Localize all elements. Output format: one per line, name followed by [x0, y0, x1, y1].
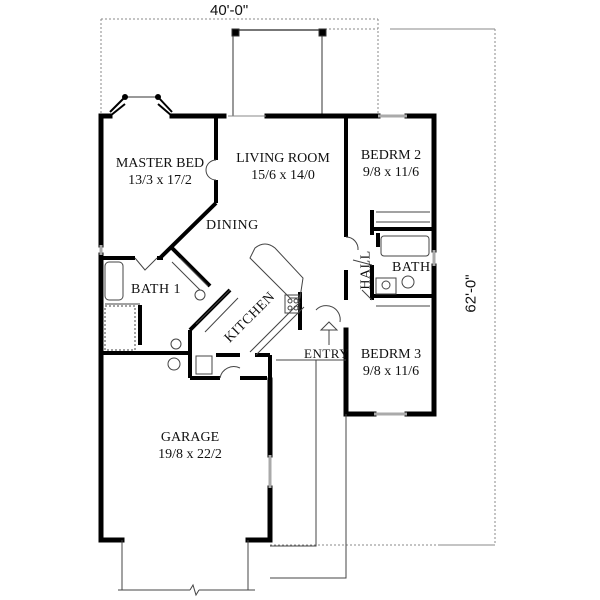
- label-hall: HALL: [358, 250, 374, 290]
- room-bedroom-2: BEDRM 2 9/8 x 11/6: [350, 147, 432, 181]
- room-garage: GARAGE 19/8 x 22/2: [130, 429, 250, 463]
- bay-window: [109, 94, 173, 117]
- room-bedroom-3: BEDRM 3 9/8 x 11/6: [350, 346, 432, 380]
- room-size: 13/3 x 17/2: [128, 173, 192, 188]
- room-size: 9/8 x 11/6: [362, 364, 420, 379]
- room-size: 15/6 x 14/0: [251, 168, 315, 183]
- dimension-lines: [100, 18, 496, 546]
- fixtures: [104, 159, 430, 597]
- label-bath-1: BATH 1: [131, 282, 182, 297]
- room-size: 19/8 x 22/2: [158, 447, 222, 462]
- room-name: MASTER BED: [115, 156, 205, 171]
- room-name: LIVING ROOM: [236, 151, 330, 166]
- room-master-bed: MASTER BED 13/3 x 17/2: [106, 155, 214, 189]
- room-size: 9/8 x 11/6: [362, 165, 420, 180]
- label-entry: ENTRY: [304, 346, 350, 361]
- room-name: BEDRM 3: [360, 347, 422, 362]
- windows: [99, 114, 436, 488]
- exterior-walls: [98, 113, 437, 543]
- label-bath: BATH: [392, 260, 431, 275]
- rear-patio: [231, 28, 327, 116]
- label-dining: DINING: [206, 218, 259, 233]
- room-living-room: LIVING ROOM 15/6 x 14/0: [224, 150, 342, 184]
- room-name: BEDRM 2: [360, 148, 422, 163]
- room-name: GARAGE: [160, 430, 220, 445]
- overall-width-label: 40'-0": [210, 2, 249, 19]
- overall-depth-label: 62'-0": [462, 274, 480, 313]
